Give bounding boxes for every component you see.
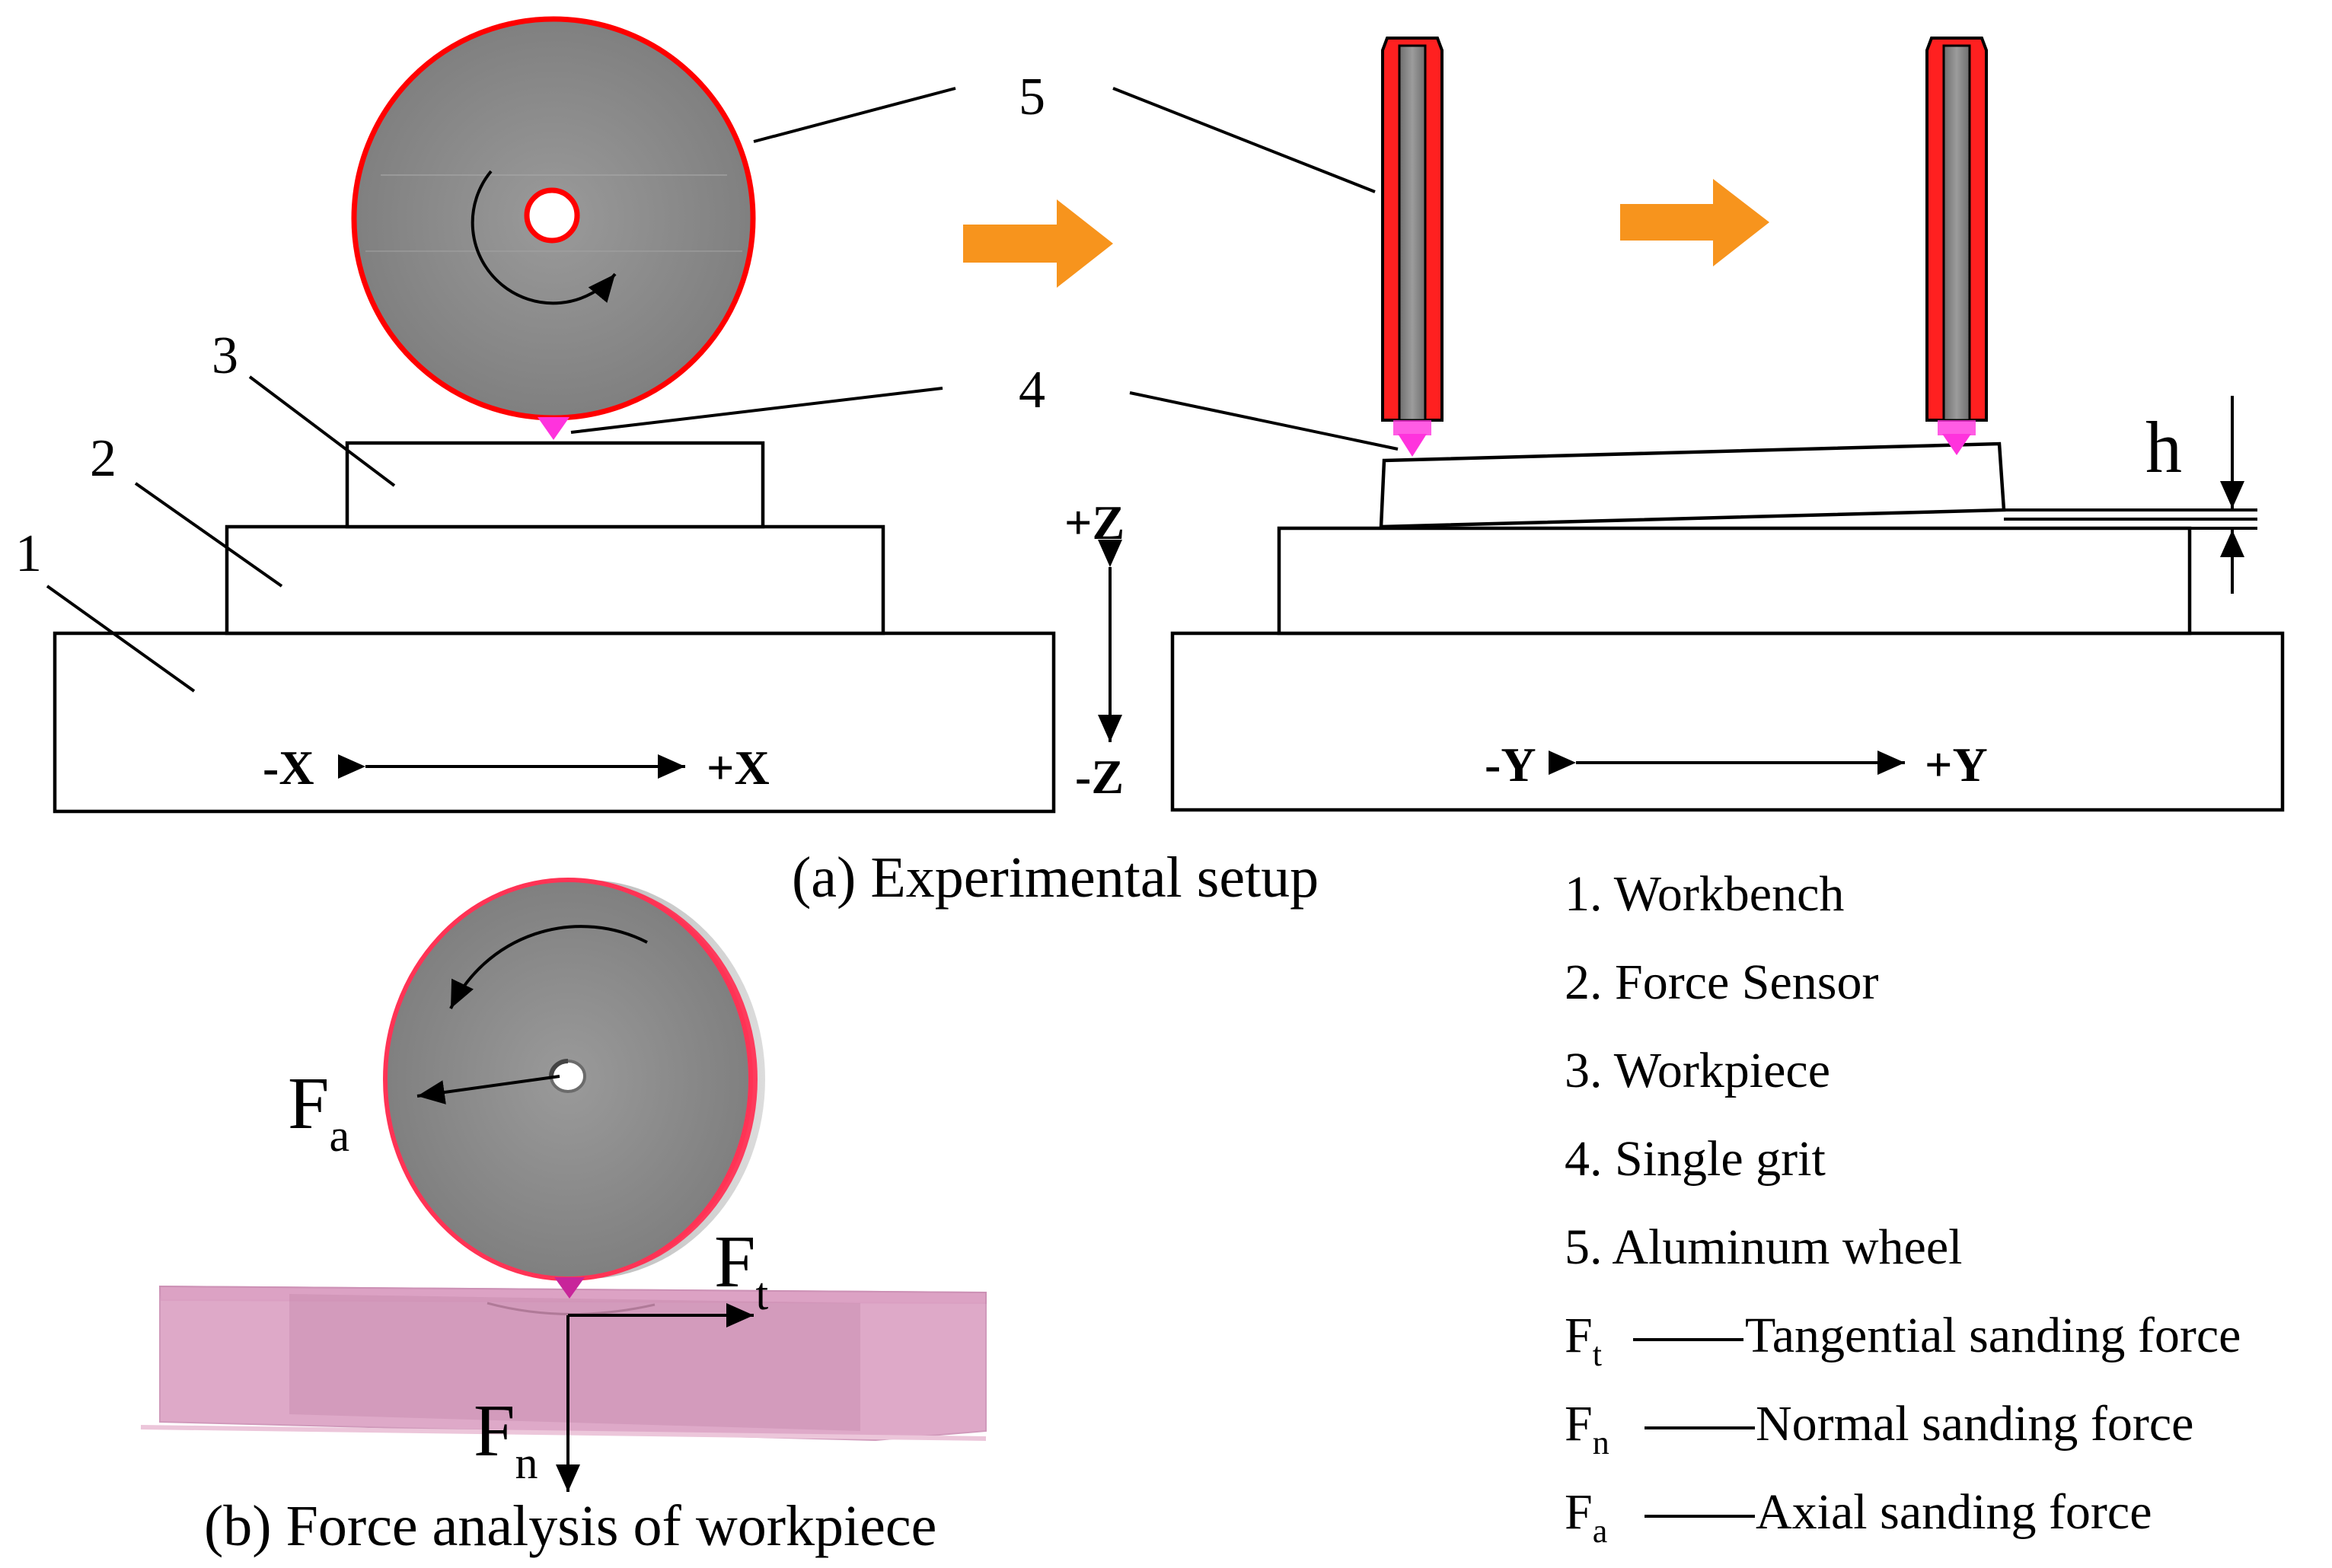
workbench-left: [53, 631, 1056, 814]
legend-item-3: 3. Workpiece: [1565, 1043, 1830, 1098]
single-grit-left: [538, 417, 569, 440]
force-sensor-right: [1277, 526, 2192, 636]
part-number-1: 1: [15, 524, 42, 583]
orange-arrow-2-icon: [1620, 179, 1769, 266]
legend-item-5: 5. Aluminum wheel: [1565, 1219, 1962, 1275]
part-number-4: 4: [1019, 361, 1045, 419]
single-grit-right-2: [1942, 434, 1971, 455]
aluminum-wheel-side-1: [1381, 37, 1444, 457]
legend-force-normal-desc: Normal sanding force: [1756, 1396, 2193, 1452]
depth-label-h: h: [2145, 406, 2182, 488]
leader-5-right: [1112, 87, 1376, 193]
workpiece-3d: [159, 1285, 987, 1442]
workpiece-right: [1379, 441, 2006, 529]
leader-4-right: [1129, 391, 1399, 451]
workbench-right: [1170, 631, 2285, 812]
force-label-tangential: Ft: [714, 1221, 769, 1319]
leader-1: [46, 585, 196, 693]
axial-force-arrow: [416, 1075, 560, 1104]
leader-2: [134, 482, 283, 588]
rotation-arrow-3d-icon: [449, 925, 648, 1009]
rotation-arrow-icon: [471, 170, 617, 305]
axis-pos-x: +X: [707, 741, 770, 795]
workpiece-left: [345, 441, 765, 529]
force-label-normal: Fn: [474, 1390, 538, 1488]
caption-a: (a) Experimental setup: [792, 846, 1319, 910]
legend-force-tangential: Ft: [1565, 1308, 1602, 1373]
caption-b: (b) Force analysis of workpiece: [204, 1494, 936, 1558]
legend-force-tangential-desc: Tangential sanding force: [1745, 1308, 2241, 1363]
legend-item-4: 4. Single grit: [1565, 1131, 1826, 1187]
part-number-3: 3: [212, 327, 238, 385]
legend-force-normal: Fn: [1565, 1396, 1609, 1461]
axis-neg-z: -Z: [1075, 750, 1124, 804]
leader-4-left: [570, 387, 943, 434]
axis-neg-x: -X: [263, 741, 314, 795]
aluminum-wheel-side-2: [1925, 37, 1988, 455]
part-number-2: 2: [90, 429, 116, 488]
axis-neg-y: -Y: [1485, 738, 1536, 792]
axis-pos-z: +Z: [1064, 496, 1125, 550]
legend-force-axial: Fa: [1565, 1484, 1607, 1550]
leader-5-left: [753, 87, 956, 143]
panel-b: Fa Ft Fn: [140, 878, 987, 1492]
single-grit-3d: [554, 1277, 585, 1299]
force-sensor-left: [225, 524, 885, 636]
part-number-5: 5: [1019, 68, 1045, 126]
axis-pos-y: +Y: [1925, 738, 1988, 792]
force-label-axial: Fa: [288, 1063, 349, 1161]
panel-a-right: h -Y +Y: [1112, 37, 2285, 812]
orange-arrow-1-icon: [963, 199, 1113, 288]
legend-force-axial-desc: Axial sanding force: [1756, 1484, 2152, 1540]
wheel-hub: [524, 187, 580, 244]
legend-item-2: 2. Force Sensor: [1565, 955, 1878, 1010]
leader-3: [248, 375, 396, 487]
panel-a-left: 1 2 3 -X +X: [15, 16, 1056, 814]
legend: 1. Workbench 2. Force Sensor 3. Workpiec…: [1565, 866, 2241, 1550]
legend-item-1: 1. Workbench: [1565, 866, 1844, 922]
single-grit-right-1: [1398, 434, 1427, 457]
